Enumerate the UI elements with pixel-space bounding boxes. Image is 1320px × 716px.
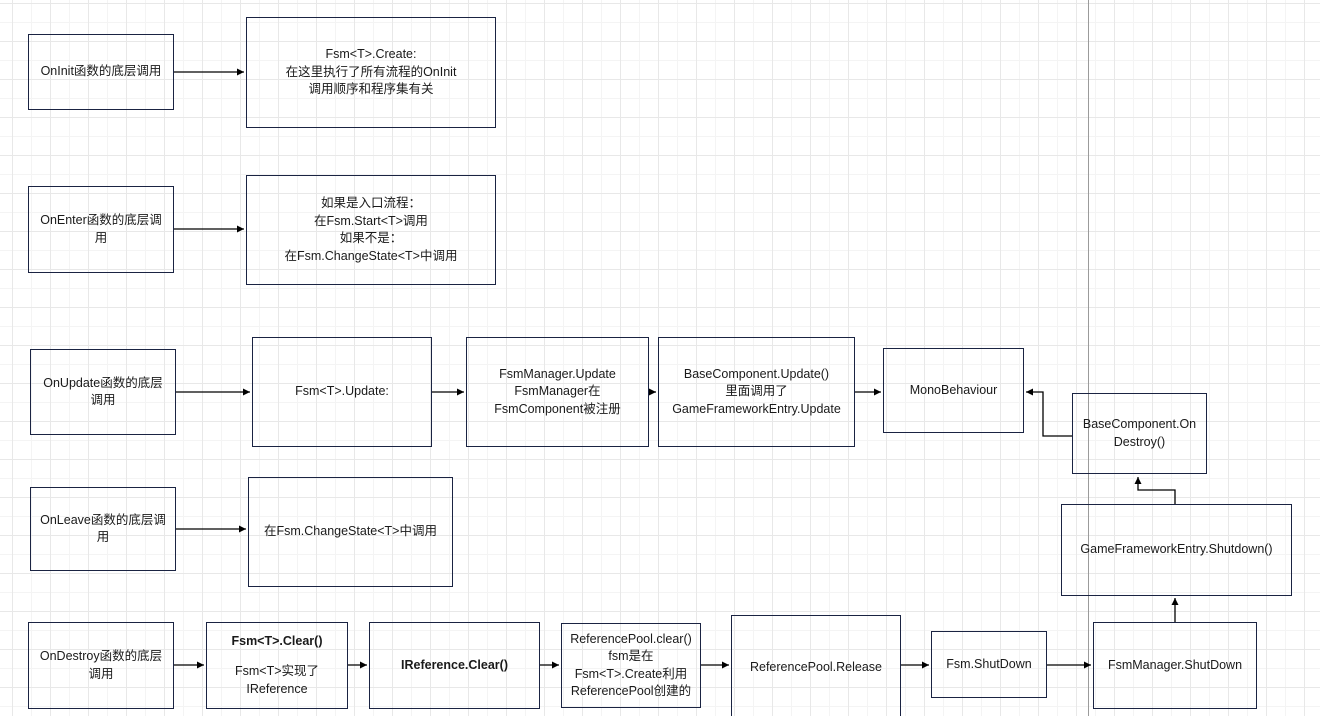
node-fsmmanager-update[interactable]: FsmManager.Update FsmManager在 FsmCompone… — [466, 337, 649, 447]
node-onleave-label: OnLeave函数的底层调 用 — [40, 512, 166, 545]
node-onupdate[interactable]: OnUpdate函数的底层 调用 — [30, 349, 176, 435]
node-referencepool-release[interactable]: ReferencePool.Release — [731, 615, 901, 716]
node-fsm-shutdown[interactable]: Fsm.ShutDown — [931, 631, 1047, 698]
node-fsm-update-label: Fsm<T>.Update: — [295, 384, 389, 399]
edge-gameframeworkshutdown-to-basecomponentondestroy[interactable] — [1134, 477, 1176, 504]
node-fsm-clear-body: Fsm<T>实现了 IReference — [234, 664, 320, 696]
node-oninit[interactable]: OnInit函数的底层调用 — [28, 34, 174, 110]
node-gameframework-shutdown[interactable]: GameFrameworkEntry.Shutdown() — [1061, 504, 1292, 596]
node-monobehaviour-label: MonoBehaviour — [909, 382, 998, 397]
node-fsm-clear[interactable]: Fsm<T>.Clear() Fsm<T>实现了 IReference — [206, 622, 348, 709]
node-fsm-create[interactable]: Fsm<T>.Create: 在这里执行了所有流程的OnInit 调用顺序和程序… — [246, 17, 496, 128]
node-fsm-changestate-label: 在Fsm.ChangeState<T>中调用 — [264, 524, 437, 539]
node-referencepool-clear[interactable]: ReferencePool.clear() fsm是在 Fsm<T>.Creat… — [561, 623, 701, 708]
page-boundary-line — [1088, 0, 1089, 716]
node-basecomponent-update-label: BaseComponent.Update() 里面调用了 GameFramewo… — [672, 366, 841, 416]
node-fsm-start-label: 如果是入口流程： 在Fsm.Start<T>调用 如果不是： 在Fsm.Chan… — [284, 196, 458, 263]
node-ireference-clear[interactable]: IReference.Clear() — [369, 622, 540, 709]
node-ireference-clear-label: IReference.Clear() — [401, 657, 508, 672]
node-basecomponent-ondestroy-label: BaseComponent.On Destroy() — [1082, 417, 1197, 449]
node-fsm-update[interactable]: Fsm<T>.Update: — [252, 337, 432, 447]
node-fsm-create-label: Fsm<T>.Create: 在这里执行了所有流程的OnInit 调用顺序和程序… — [285, 47, 457, 97]
node-basecomponent-update[interactable]: BaseComponent.Update() 里面调用了 GameFramewo… — [658, 337, 855, 447]
node-referencepool-release-label: ReferencePool.Release — [749, 660, 883, 675]
node-monobehaviour[interactable]: MonoBehaviour — [883, 348, 1024, 433]
edge-basecomponentondestroy-to-monobehaviour[interactable] — [1026, 388, 1072, 437]
node-fsm-start[interactable]: 如果是入口流程： 在Fsm.Start<T>调用 如果不是： 在Fsm.Chan… — [246, 175, 496, 285]
node-ondestroy-label: OnDestroy函数的底层 调用 — [39, 649, 163, 681]
node-ondestroy[interactable]: OnDestroy函数的底层 调用 — [28, 622, 174, 709]
node-oninit-label: OnInit函数的底层调用 — [40, 64, 162, 79]
node-basecomponent-ondestroy[interactable]: BaseComponent.On Destroy() — [1072, 393, 1207, 474]
node-fsm-clear-title: Fsm<T>.Clear() — [231, 633, 323, 648]
node-fsmmanager-shutdown[interactable]: FsmManager.ShutDown — [1093, 622, 1257, 709]
node-onenter[interactable]: OnEnter函数的底层调 用 — [28, 186, 174, 273]
node-fsmmanager-shutdown-label: FsmManager.ShutDown — [1107, 657, 1243, 672]
node-onenter-label: OnEnter函数的底层调 用 — [40, 213, 162, 245]
node-fsmmanager-update-label: FsmManager.Update FsmManager在 FsmCompone… — [494, 366, 621, 416]
node-fsm-changestate[interactable]: 在Fsm.ChangeState<T>中调用 — [248, 477, 453, 587]
node-fsm-shutdown-label: Fsm.ShutDown — [946, 656, 1032, 671]
node-gameframework-shutdown-label: GameFrameworkEntry.Shutdown() — [1080, 542, 1273, 557]
node-onleave[interactable]: OnLeave函数的底层调 用 — [30, 487, 176, 571]
node-referencepool-clear-label: ReferencePool.clear() fsm是在 Fsm<T>.Creat… — [570, 631, 692, 699]
node-onupdate-label: OnUpdate函数的底层 调用 — [43, 375, 163, 408]
